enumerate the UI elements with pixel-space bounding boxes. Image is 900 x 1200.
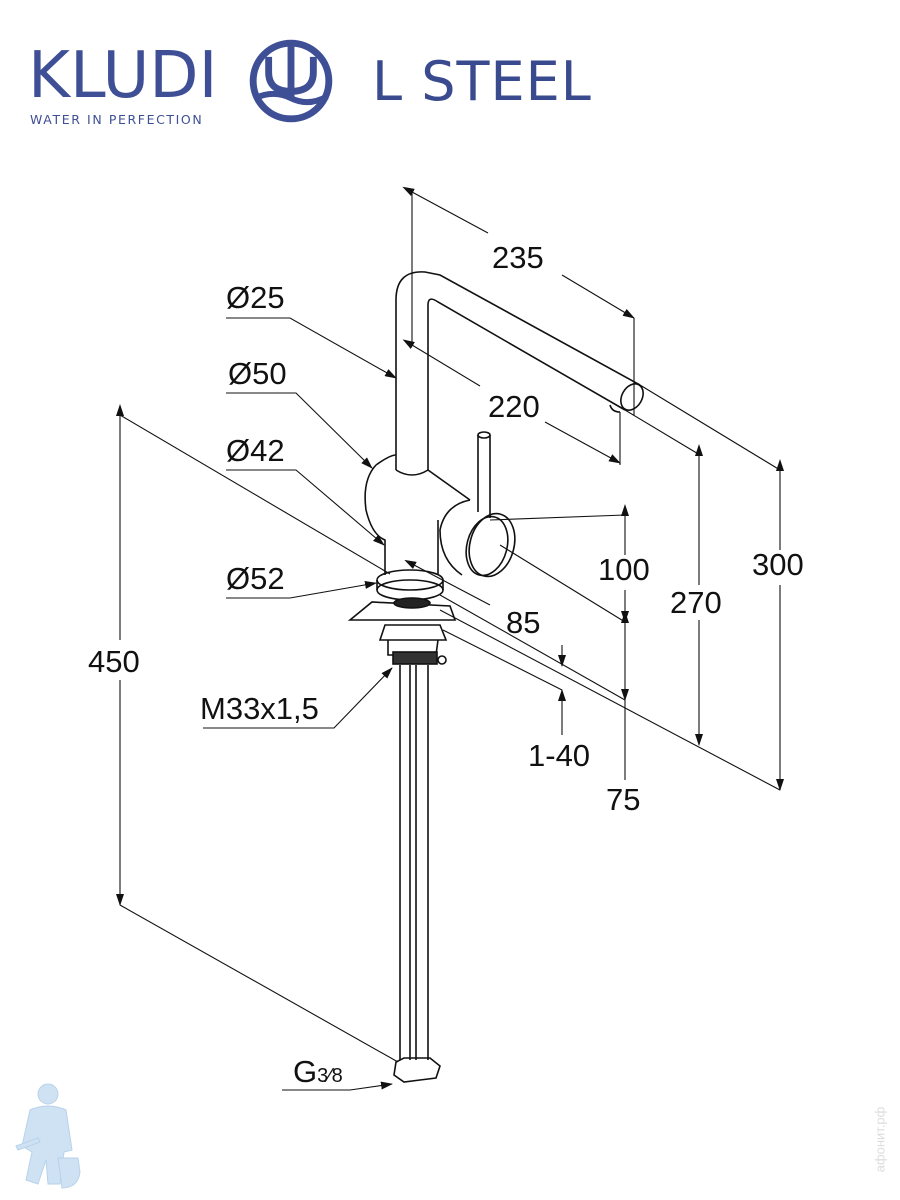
spout-outlet bbox=[620, 383, 644, 411]
trident-wave-logo-icon bbox=[249, 39, 333, 123]
dim-1-40: 1-40 bbox=[528, 738, 590, 773]
dim-220: 220 bbox=[488, 389, 540, 424]
hose-left bbox=[399, 665, 411, 1050]
dim-hose-connection: G3⁄8 bbox=[293, 1054, 343, 1089]
product-name: L STEEL bbox=[372, 50, 592, 113]
lever-pin bbox=[477, 435, 491, 518]
dimension-lines bbox=[116, 186, 784, 1091]
dim-100: 100 bbox=[598, 552, 650, 587]
hose-right bbox=[415, 665, 429, 1050]
dim-hose-connection-fraction: 3⁄8 bbox=[317, 1065, 343, 1087]
faucet-outline bbox=[347, 271, 644, 1083]
body bbox=[364, 464, 386, 575]
dim-body-diameter: Ø50 bbox=[228, 356, 287, 391]
lever-housing bbox=[439, 499, 471, 576]
dim-450: 450 bbox=[88, 644, 140, 679]
brand-tagline: WATER IN PERFECTION bbox=[30, 112, 204, 127]
spout bbox=[395, 271, 641, 470]
dim-thread: M33x1,5 bbox=[200, 691, 319, 726]
dim-300: 300 bbox=[752, 547, 804, 582]
hose-nuts bbox=[393, 1057, 441, 1083]
spout-inner bbox=[427, 298, 626, 470]
plumber-mascot-icon bbox=[15, 1083, 81, 1189]
dim-75: 75 bbox=[606, 782, 640, 817]
mounting-plate bbox=[347, 601, 457, 621]
watermark: афонит.рф bbox=[868, 1088, 892, 1198]
dim-spout-diameter: Ø25 bbox=[226, 280, 285, 315]
dim-235: 235 bbox=[492, 240, 544, 275]
brand-name: KLUDI bbox=[28, 39, 218, 113]
dim-hose-connection-base: G bbox=[293, 1054, 317, 1089]
dim-85: 85 bbox=[506, 605, 540, 640]
mounting-nut bbox=[392, 651, 438, 665]
dim-base-diameter: Ø52 bbox=[226, 561, 285, 596]
dimension-labels: 235 220 Ø25 Ø50 Ø42 Ø52 M33x1,5 G3⁄8 450… bbox=[88, 240, 804, 1089]
dim-body-lower-diameter: Ø42 bbox=[226, 433, 285, 468]
dim-270: 270 bbox=[670, 585, 722, 620]
watermark-text: афонит.рф bbox=[872, 1106, 888, 1173]
